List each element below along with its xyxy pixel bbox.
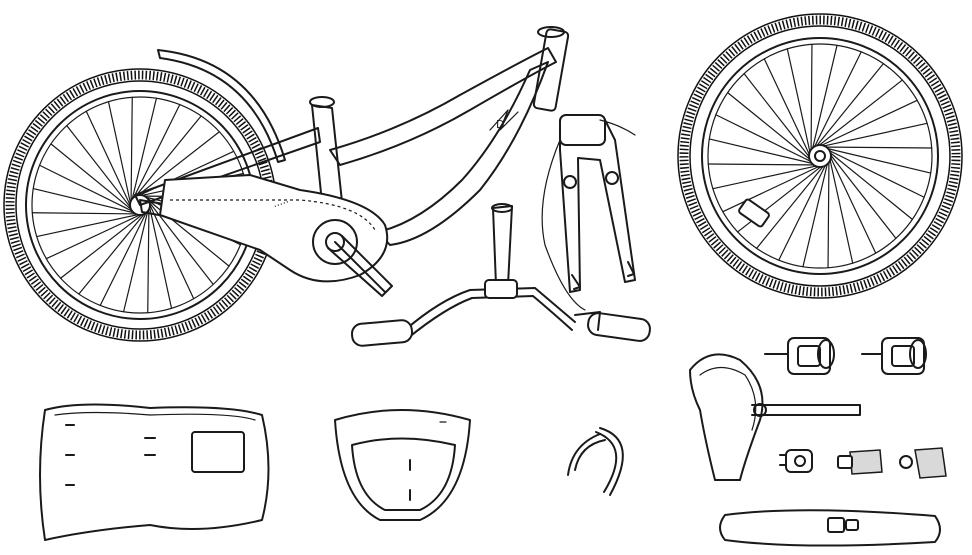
front-spoke xyxy=(763,58,815,165)
rear-spoke xyxy=(36,212,147,238)
front-spoke xyxy=(827,151,830,269)
rear-spoke xyxy=(45,210,149,260)
front-spoke xyxy=(827,149,854,264)
rear-spoke xyxy=(50,143,139,216)
front-spoke xyxy=(809,63,884,155)
front-spoke xyxy=(815,146,933,149)
wheel-reflector xyxy=(738,198,770,228)
rear-spoke xyxy=(129,115,202,204)
front-spoke xyxy=(809,44,838,159)
front-plate xyxy=(39,403,270,541)
curved-brackets xyxy=(567,427,624,496)
front-spoke xyxy=(819,145,925,198)
front-spoke xyxy=(707,163,825,166)
front-spoke xyxy=(810,43,813,161)
rear-spoke xyxy=(60,208,150,279)
rear-spoke xyxy=(99,204,151,307)
front-spoke xyxy=(743,73,817,166)
rear-spoke xyxy=(147,198,173,309)
guard-cover-bar xyxy=(719,509,941,547)
front-fork xyxy=(541,114,636,311)
seat xyxy=(689,353,861,481)
front-spoke xyxy=(821,145,913,220)
front-spoke xyxy=(712,163,827,190)
reflector-rear xyxy=(899,447,947,479)
front-spoke xyxy=(715,114,821,167)
front-spoke xyxy=(756,157,831,249)
front-spoke xyxy=(809,51,862,157)
rear-spoke xyxy=(130,131,220,202)
front-spoke xyxy=(817,145,932,174)
rear-spoke xyxy=(66,125,137,215)
rear-spoke xyxy=(147,200,150,314)
front-spoke xyxy=(811,99,918,151)
front-spoke xyxy=(802,153,831,268)
pedal-right xyxy=(861,337,927,375)
rear-spoke xyxy=(141,194,230,267)
rear-spoke xyxy=(32,187,143,216)
pedal-left xyxy=(764,337,835,375)
rear-spoke xyxy=(129,97,158,208)
bell xyxy=(779,449,813,473)
front-spoke xyxy=(786,48,813,163)
front-spoke xyxy=(727,92,819,167)
reflector-small xyxy=(837,449,883,475)
rear-spoke xyxy=(31,212,145,215)
rear-spoke xyxy=(122,202,151,313)
handlebar xyxy=(350,203,651,347)
rear-spoke xyxy=(129,103,181,206)
front-spoke xyxy=(823,146,897,239)
front-spoke xyxy=(813,122,928,149)
rear-spoke xyxy=(38,164,141,216)
front-spoke xyxy=(778,155,831,261)
rear-spoke xyxy=(107,101,133,212)
front-spoke xyxy=(825,147,877,254)
rear-spoke xyxy=(85,110,135,214)
front-wheel xyxy=(677,13,963,299)
front-spoke xyxy=(708,138,823,167)
front-spoke xyxy=(810,79,903,153)
frame-logo-text: D xyxy=(496,118,504,131)
rear-spoke xyxy=(143,195,214,285)
rear-fender xyxy=(157,49,286,163)
chain-guard: ····· xyxy=(159,174,393,297)
rear-spoke xyxy=(130,96,133,210)
front-spoke xyxy=(722,161,829,213)
rear-spoke xyxy=(78,206,151,295)
chain-guard-mark: ····· xyxy=(272,197,291,213)
front-shield xyxy=(334,409,471,521)
